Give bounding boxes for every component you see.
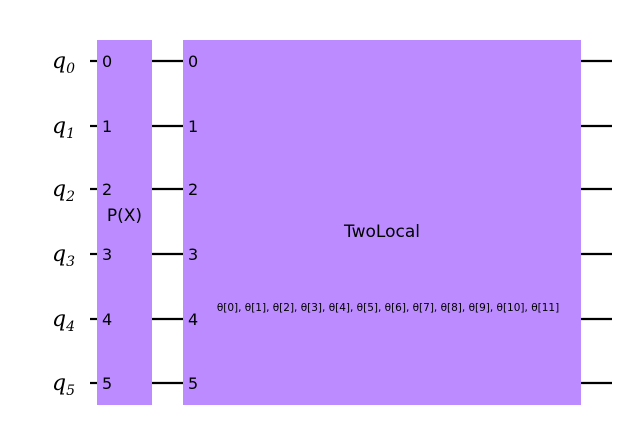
- gate-params: θ[0], θ[1], θ[2], θ[3], θ[4], θ[5], θ[6]…: [217, 302, 559, 314]
- gate-port-label: 3: [188, 245, 198, 264]
- qubit-label-0: q0: [52, 49, 75, 77]
- gate-box: [183, 40, 581, 405]
- gate-port-label: 0: [102, 52, 112, 71]
- gate-1: 0 1 2 3 4 5 TwoLocal θ[0], θ[1], θ[2], θ[3], θ[…: [183, 40, 581, 405]
- gate-name: TwoLocal: [343, 222, 420, 242]
- gate-port-label: 4: [188, 310, 198, 329]
- qubit-label-5: q5: [52, 371, 75, 399]
- gate-port-label: 5: [102, 374, 112, 393]
- qubit-labels: q0 q1 q2 q3 q4 q5: [52, 49, 75, 399]
- gate-port-label: 1: [102, 117, 112, 136]
- gate-box: [97, 40, 152, 405]
- gate-port-label: 3: [102, 245, 112, 264]
- gate-port-label: 2: [102, 180, 112, 199]
- gate-port-label: 4: [102, 310, 112, 329]
- gate-0: 0 1 2 3 4 5 P(X): [97, 40, 152, 405]
- gate-port-label: 2: [188, 180, 198, 199]
- qubit-label-2: q2: [52, 177, 75, 205]
- qubit-label-4: q4: [52, 307, 75, 335]
- gate-port-label: 1: [188, 117, 198, 136]
- gate-port-label: 5: [188, 374, 198, 393]
- gate-name: P(X): [107, 206, 142, 226]
- wires: [90, 59, 612, 385]
- gates: 0 1 2 3 4 5 P(X) 0 1 2 3 4 5 TwoLocal θ[0], θ[1], θ[2]…: [97, 40, 581, 405]
- gate-port-label: 0: [188, 52, 198, 71]
- qubit-label-1: q1: [52, 114, 75, 142]
- qubit-label-3: q3: [52, 242, 75, 270]
